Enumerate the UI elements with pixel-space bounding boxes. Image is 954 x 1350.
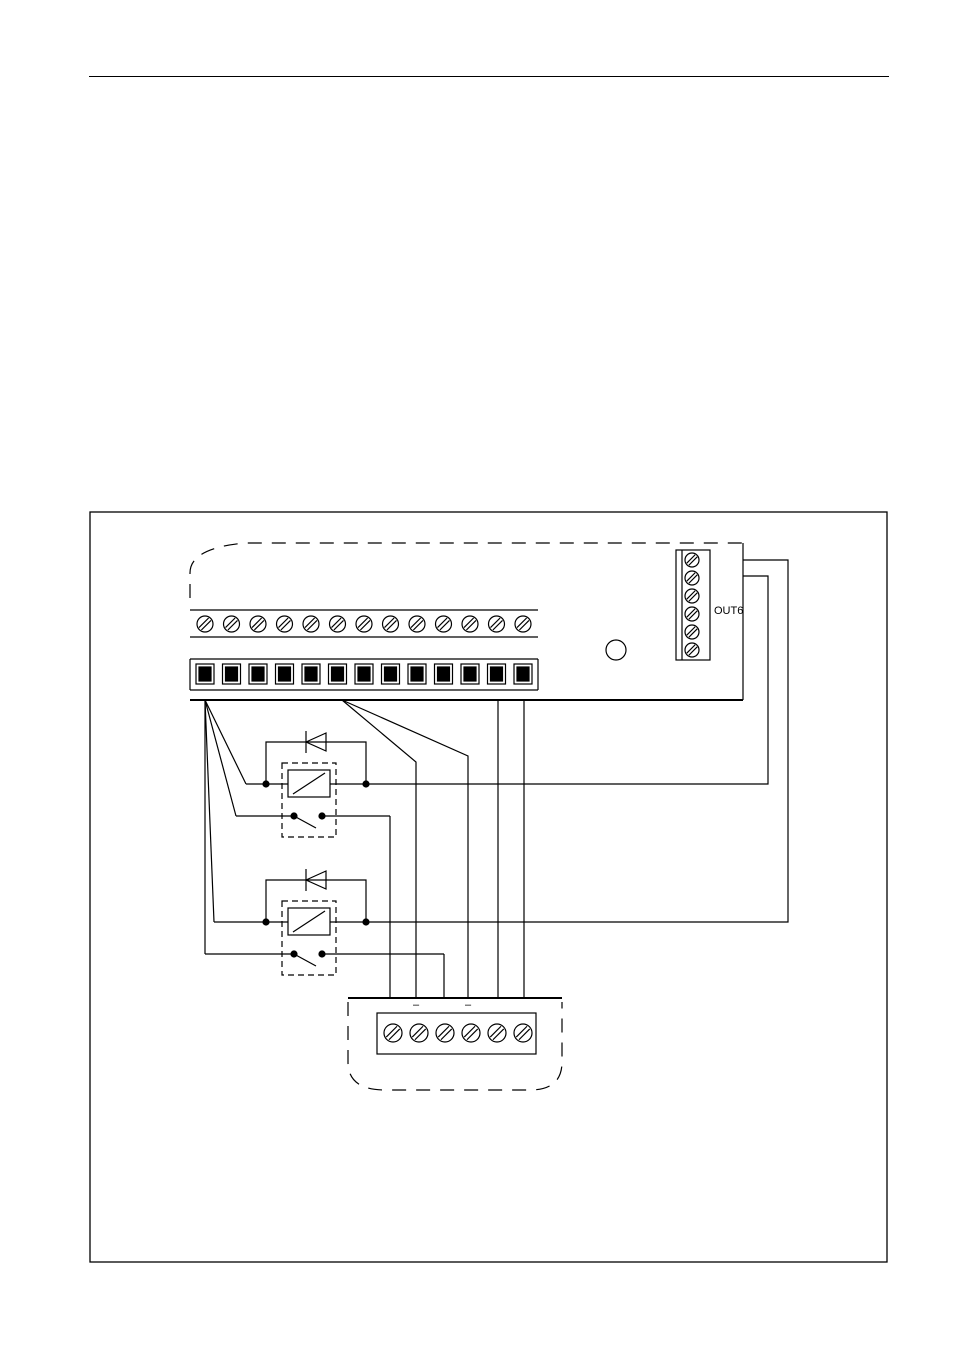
- screw-terminal-icon: [408, 615, 426, 633]
- connector-pin: [433, 663, 454, 685]
- connector-pin: [195, 663, 215, 685]
- out6-terminal-block: OUT6: [675, 549, 743, 661]
- relay-1-contact-node-right: [318, 812, 326, 820]
- screw-terminal-icon: [355, 615, 373, 633]
- screw-terminal-icon: [409, 1023, 429, 1043]
- relay-1-diode-loop: [265, 741, 367, 784]
- common-wire-to-relay-1: [204, 699, 247, 785]
- minus-mark-2: –: [465, 999, 472, 1011]
- relay-2-contact-node-right: [318, 950, 326, 958]
- screw-terminal-icon: [302, 615, 320, 633]
- relay-2-diode-loop: [265, 879, 367, 922]
- screw-terminal-icon: [435, 1023, 455, 1043]
- board-connector-pins: [195, 663, 533, 685]
- relay-coil-icon: [287, 769, 331, 798]
- board-terminal-screws: [196, 615, 532, 633]
- connector-pin: [248, 663, 268, 685]
- relay-1: [262, 731, 391, 998]
- screw-terminal-icon: [461, 1023, 481, 1043]
- screw-terminal-icon: [222, 615, 241, 633]
- connector-pin: [407, 663, 427, 685]
- control-board: [189, 542, 744, 701]
- screw-terminal-icon: [684, 624, 700, 640]
- screw-terminal-icon: [487, 1023, 507, 1043]
- connector-pin: [354, 663, 374, 685]
- connector-pin: [460, 663, 480, 685]
- screw-terminal-icon: [196, 615, 214, 633]
- connector-pin: [380, 663, 401, 685]
- common-wire-to-contact-1: [204, 699, 237, 817]
- board-outline-dashed: [189, 542, 742, 598]
- relay-1-node-right: [362, 780, 370, 788]
- screw-terminal-icon: [684, 588, 700, 604]
- relay-2: [262, 869, 445, 998]
- screw-terminal-icon: [513, 1023, 533, 1043]
- relay-contact-icon: [293, 953, 317, 967]
- connector-pin: [513, 663, 533, 685]
- common-wire-to-relay-2: [204, 699, 215, 923]
- lower-terminal-screws: [383, 1023, 533, 1043]
- relay-1-housing: [281, 762, 337, 838]
- lower-terminal-block-frame: [376, 1012, 537, 1055]
- screw-terminal-icon: [383, 1023, 403, 1043]
- board-to-block-wires: [341, 699, 525, 998]
- diode-icon: [304, 869, 327, 891]
- screw-terminal-icon: [381, 615, 400, 633]
- common-node-wires: [204, 699, 294, 955]
- out6-wire-a: [368, 559, 789, 923]
- screw-terminal-icon: [328, 615, 347, 633]
- diode-icon: [304, 731, 327, 753]
- out6-block-frame: [675, 549, 711, 661]
- relay-2-contact-node-left: [290, 950, 298, 958]
- screw-terminal-icon: [684, 606, 700, 622]
- minus-mark-1: –: [413, 999, 420, 1011]
- relay-2-node-right: [362, 918, 370, 926]
- wire-minus-1: [341, 699, 417, 998]
- lower-module-outline-dashed: [347, 1002, 563, 1091]
- relay-coil-icon: [287, 907, 331, 936]
- led-hole-icon: [605, 639, 627, 661]
- connector-pin: [486, 663, 507, 685]
- relay-2-housing: [281, 900, 337, 976]
- connector-pin: [327, 663, 348, 685]
- lower-module: – –: [347, 997, 563, 1091]
- screw-terminal-icon: [249, 615, 267, 633]
- out6-label: OUT6: [714, 605, 743, 617]
- out6-wire-b: [368, 575, 769, 785]
- screw-terminal-icon: [487, 615, 506, 633]
- connector-pin: [301, 663, 321, 685]
- header-rule: [89, 76, 889, 77]
- relay-1-node-left: [262, 780, 270, 788]
- connector-pin: [221, 663, 242, 685]
- connector-pin: [274, 663, 295, 685]
- wire-minus-2: [341, 699, 469, 998]
- screw-terminal-icon: [434, 615, 453, 633]
- relay-contact-icon: [293, 815, 317, 829]
- screw-terminal-icon: [275, 615, 294, 633]
- relay-2-node-left: [262, 918, 270, 926]
- screw-terminal-icon: [684, 570, 700, 586]
- screw-terminal-icon: [461, 615, 479, 633]
- screw-terminal-icon: [684, 642, 700, 658]
- figure-frame: [89, 511, 888, 1263]
- screw-terminal-icon: [684, 552, 700, 568]
- relay-1-contact-node-left: [290, 812, 298, 820]
- out6-terminal-screws: [684, 552, 700, 658]
- screw-terminal-icon: [514, 615, 532, 633]
